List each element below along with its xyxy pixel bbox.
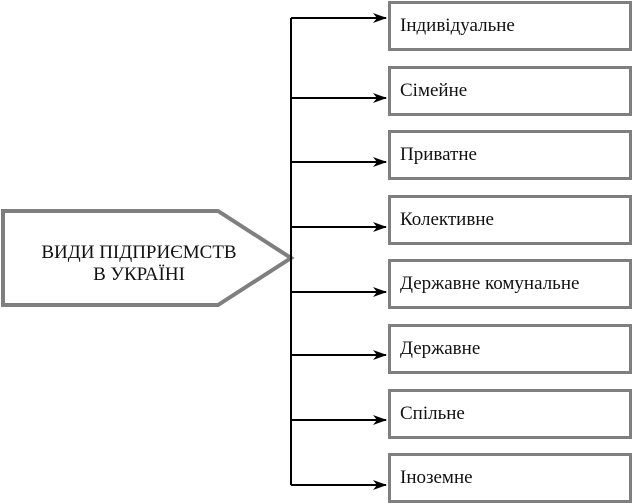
child-label: Державне комунальне — [400, 273, 580, 294]
child-box-family: Сімейне — [388, 66, 632, 116]
child-box-individual: Індивідуальне — [388, 1, 632, 51]
root-label: ВИДИ ПІДПРИЄМСТВ В УКРАЇНІ — [4, 242, 274, 286]
child-label: Індивідуальне — [400, 15, 515, 36]
child-box-state: Державне — [388, 324, 632, 374]
root-pentagon-shape — [1, 209, 295, 307]
child-box-foreign: Іноземне — [388, 453, 632, 503]
child-box-collective: Колективне — [388, 195, 632, 245]
child-label: Іноземне — [400, 467, 473, 488]
child-box-private: Приватне — [388, 130, 632, 180]
root-label-line2: В УКРАЇНІ — [93, 264, 185, 285]
child-label: Державне — [400, 338, 481, 359]
child-label: Сімейне — [400, 80, 468, 101]
root-label-line1: ВИДИ ПІДПРИЄМСТВ — [41, 242, 237, 263]
child-box-joint: Спільне — [388, 389, 632, 439]
child-label: Спільне — [400, 403, 465, 424]
child-label: Колективне — [400, 209, 494, 230]
child-label: Приватне — [400, 144, 477, 165]
child-box-state-communal: Державне комунальне — [388, 259, 632, 309]
